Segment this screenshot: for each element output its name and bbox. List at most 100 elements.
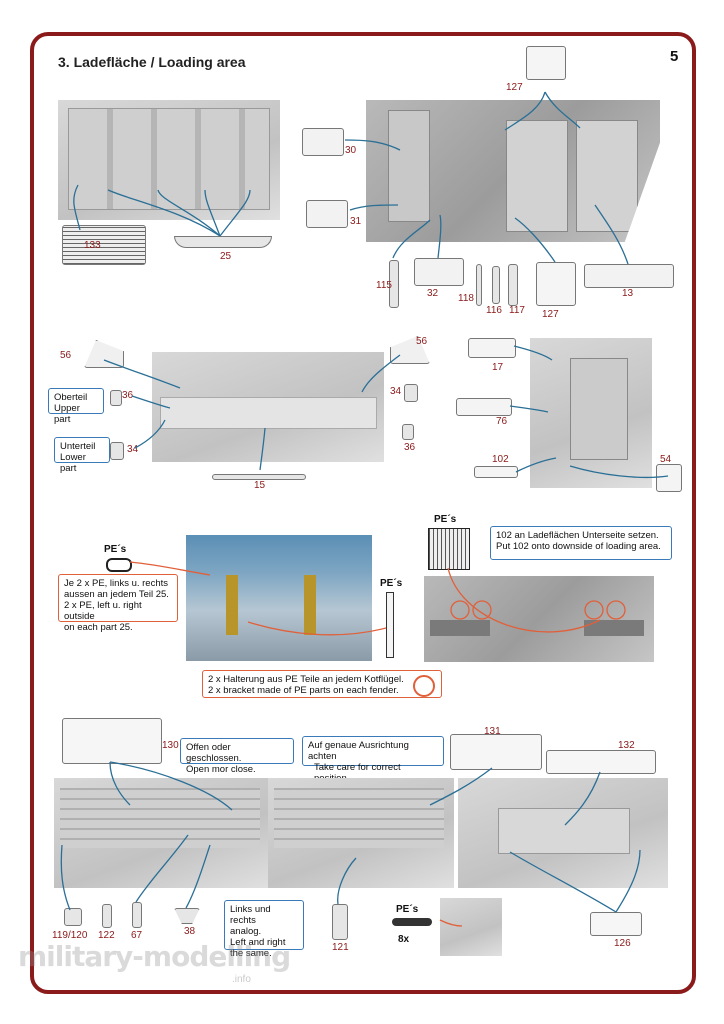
pe-detail-photo xyxy=(440,898,502,956)
part-number-127-top: 127 xyxy=(506,82,523,93)
part-number-25: 25 xyxy=(220,251,232,262)
note-lower-part-en: Lower part xyxy=(60,452,86,474)
part-number-76: 76 xyxy=(496,416,508,427)
part-number-34-right: 34 xyxy=(390,386,402,397)
part-130 xyxy=(62,718,162,764)
pe-label-1: PE´s xyxy=(104,544,127,555)
part-quantity-8x: 8x xyxy=(398,934,410,945)
note-upper-part: Oberteil Upper part xyxy=(48,388,104,425)
part-number-36-left: 36 xyxy=(122,390,134,401)
note-alignment: Auf genaue Ausrichtung achten Take care … xyxy=(302,736,444,784)
part-number-130: 130 xyxy=(162,740,179,751)
note-fender-en: 2 x bracket made of PE parts on each fen… xyxy=(208,685,399,696)
note-part-102: 102 an Ladeflächen Unterseite setzen. Pu… xyxy=(490,526,672,560)
watermark-suffix: .info xyxy=(232,974,251,985)
note-part-102-en: Put 102 onto downside of loading area. xyxy=(496,541,661,552)
part-number-126: 126 xyxy=(614,938,631,949)
part-32 xyxy=(414,258,464,286)
fender-underside-photo xyxy=(424,576,654,662)
part-67 xyxy=(132,902,142,928)
chassis-top-photo xyxy=(366,100,660,242)
part-54 xyxy=(656,464,682,492)
note-left-right-3: Left and right xyxy=(230,937,286,948)
pe-bracket-closeup-photo xyxy=(186,535,372,661)
note-lower-part-de: Unterteil xyxy=(60,441,96,452)
pe-fret-part xyxy=(428,528,470,570)
part-31 xyxy=(306,200,348,228)
note-lower-part: Unterteil Lower part xyxy=(54,437,110,474)
part-number-36-right: 36 xyxy=(404,442,416,453)
part-118 xyxy=(476,264,482,306)
part-119-120 xyxy=(64,908,82,926)
note-fender-de: 2 x Halterung aus PE Teile an jedem Kotf… xyxy=(208,674,404,685)
part-15 xyxy=(212,474,306,480)
part-number-38: 38 xyxy=(184,926,196,937)
note-upper-part-en: Upper part xyxy=(54,403,80,425)
part-number-67: 67 xyxy=(131,930,143,941)
note-open-closed-en: Open mor close. xyxy=(186,764,256,775)
part-number-102: 102 xyxy=(492,454,509,465)
truck-bed-rear-photo xyxy=(268,778,454,888)
marker-circle-legend xyxy=(413,675,435,697)
part-133 xyxy=(62,225,146,265)
part-number-13: 13 xyxy=(622,288,634,299)
part-34-left xyxy=(110,442,124,460)
part-34-right xyxy=(404,384,418,402)
part-number-56-right: 56 xyxy=(416,336,428,347)
part-number-30: 30 xyxy=(345,145,357,156)
part-number-117: 117 xyxy=(509,305,525,316)
part-116 xyxy=(492,266,500,304)
loading-bed-front-photo xyxy=(152,352,384,462)
part-17 xyxy=(468,338,516,358)
watermark-logo: military-modelling xyxy=(18,940,291,973)
pe-label-3: PE´s xyxy=(434,514,457,525)
truck-bed-back-photo xyxy=(458,778,668,888)
part-121 xyxy=(332,904,348,940)
part-132 xyxy=(546,750,656,774)
part-25 xyxy=(174,236,272,248)
note-alignment-de: Auf genaue Ausrichtung achten xyxy=(308,740,409,762)
part-131 xyxy=(450,734,542,770)
part-number-119-120: 119/120 xyxy=(52,930,88,941)
part-number-54: 54 xyxy=(660,454,672,465)
part-number-122: 122 xyxy=(98,930,115,941)
note-pe-line-2: aussen an jedem Teil 25. xyxy=(64,589,169,600)
part-76 xyxy=(456,398,512,416)
part-number-15: 15 xyxy=(254,480,266,491)
note-upper-part-de: Oberteil xyxy=(54,392,88,403)
note-pe-line-1: Je 2 x PE, links u. rechts xyxy=(64,578,169,589)
note-left-right: Links und rechts analog. Left and right … xyxy=(224,900,304,959)
part-13 xyxy=(584,264,674,288)
pe-part-icon-1 xyxy=(106,558,132,572)
note-left-right-2: analog. xyxy=(230,926,262,937)
part-number-118: 118 xyxy=(458,293,474,304)
part-30 xyxy=(302,128,344,156)
page-title: 3. Ladefläche / Loading area xyxy=(58,54,246,70)
part-36-left xyxy=(110,390,122,406)
loading-bed-underside-photo xyxy=(58,100,280,220)
part-number-132: 132 xyxy=(618,740,635,751)
part-number-131: 131 xyxy=(484,726,501,737)
note-pe-line-3: 2 x PE, left u. right outside xyxy=(64,600,142,622)
part-127-top xyxy=(526,46,566,80)
part-126 xyxy=(590,912,642,936)
truck-bed-side-photo xyxy=(54,778,268,888)
pe-small-part xyxy=(392,918,432,926)
note-open-closed: Offen oder geschlossen. Open mor close. xyxy=(180,738,294,775)
rear-frame-photo xyxy=(530,338,652,488)
part-102 xyxy=(474,466,518,478)
part-115 xyxy=(389,260,399,308)
note-fender: 2 x Halterung aus PE Teile an jedem Kotf… xyxy=(202,670,442,698)
pe-label-2: PE´s xyxy=(380,578,403,589)
part-number-121: 121 xyxy=(332,942,349,953)
part-127-bottom xyxy=(536,262,576,306)
part-number-127-bottom: 127 xyxy=(542,309,559,320)
note-part-102-de: 102 an Ladeflächen Unterseite setzen. xyxy=(496,530,659,541)
note-pe-each-side: Je 2 x PE, links u. rechts aussen an jed… xyxy=(58,574,178,633)
part-number-17: 17 xyxy=(492,362,504,373)
part-number-31: 31 xyxy=(350,216,362,227)
note-pe-line-4: on each part 25. xyxy=(64,622,133,633)
part-number-133: 133 xyxy=(84,240,101,251)
part-117 xyxy=(508,264,518,306)
part-36-right xyxy=(402,424,414,440)
